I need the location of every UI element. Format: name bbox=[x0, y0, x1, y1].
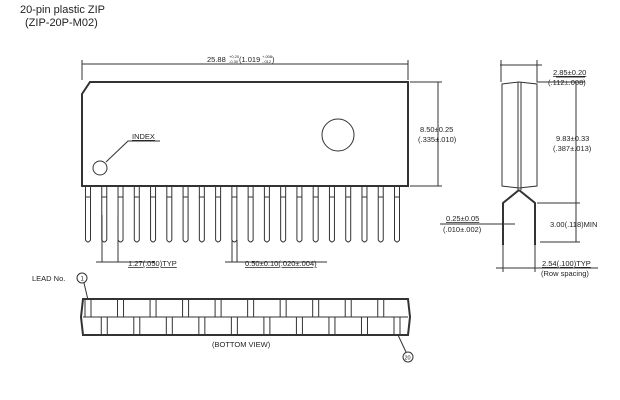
lead bbox=[85, 186, 91, 243]
lead-width-value: 0.50±0.10(.020±.004) bbox=[245, 259, 317, 268]
lead bbox=[328, 186, 335, 243]
lead-thickness-value: 0.25±0.05 bbox=[446, 214, 479, 223]
bottom-pin bbox=[279, 298, 287, 318]
lead-length-value: 3.00(.118)MIN bbox=[550, 220, 597, 229]
bottom-pin bbox=[100, 316, 108, 336]
lead-1-callout bbox=[76, 272, 88, 284]
lead-no-label: LEAD No. bbox=[32, 274, 65, 283]
lead bbox=[117, 186, 124, 243]
length-tol-plus: +0.20 bbox=[229, 54, 240, 59]
index-label: INDEX bbox=[132, 132, 155, 141]
bottom-pin bbox=[165, 316, 173, 336]
bottom-pin bbox=[133, 316, 141, 336]
total-height-inch: (.387±.013) bbox=[553, 144, 592, 153]
leads bbox=[85, 186, 400, 243]
length-tol-minus: -0.30 bbox=[229, 59, 239, 64]
lead bbox=[361, 186, 368, 243]
lead-20-callout bbox=[402, 351, 414, 363]
drawing-title: 20-pin plastic ZIP bbox=[20, 4, 105, 16]
lead bbox=[345, 186, 352, 243]
lead bbox=[231, 186, 238, 243]
bottom-pin bbox=[198, 316, 206, 336]
thickness-inch: (.112±.008) bbox=[548, 78, 586, 87]
lead bbox=[150, 186, 157, 243]
bottom-pin bbox=[328, 316, 336, 336]
bottom-pin bbox=[377, 298, 385, 318]
row-spacing-value: 2.54(.100)TYP bbox=[542, 259, 591, 268]
lead bbox=[166, 186, 173, 243]
front-view: INDEX 25.88 +0.20 -0.30 (1.019 +.008 -.0… bbox=[81, 54, 457, 268]
total-height-value: 9.83±0.33 bbox=[556, 134, 589, 143]
lead bbox=[133, 186, 140, 243]
height-inch: (.335±.010) bbox=[418, 135, 457, 144]
drawing-subtitle: (ZIP-20P-M02) bbox=[25, 17, 98, 29]
package-body bbox=[81, 81, 409, 187]
bottom-pin bbox=[344, 298, 352, 318]
height-dimension bbox=[410, 81, 442, 187]
pitch-value: 1.27(.050)TYP bbox=[128, 259, 177, 268]
lead bbox=[280, 186, 287, 243]
index-leader bbox=[105, 140, 160, 163]
length-inch-close: ) bbox=[272, 55, 275, 64]
thickness-dimension bbox=[500, 60, 585, 83]
bottom-pin bbox=[214, 298, 222, 318]
lead bbox=[263, 186, 270, 243]
side-leads bbox=[502, 189, 536, 245]
length-in-tol-plus: +.008 bbox=[262, 54, 273, 59]
bottom-pin bbox=[312, 298, 320, 318]
lead bbox=[394, 186, 400, 243]
lead bbox=[377, 186, 384, 243]
lead bbox=[247, 186, 254, 243]
lead-1-number: 1 bbox=[81, 277, 85, 283]
mold-circle bbox=[321, 118, 355, 152]
bottom-view: LEAD No. 1 (BOTTOM VIEW) 20 bbox=[32, 272, 414, 363]
length-value: 25.88 bbox=[207, 55, 226, 64]
bottom-view-label: (BOTTOM VIEW) bbox=[212, 340, 271, 349]
bottom-pin bbox=[263, 316, 271, 336]
lead bbox=[215, 186, 222, 243]
bottom-pin bbox=[295, 316, 303, 336]
lead-thickness-inch: (.010±.002) bbox=[443, 225, 482, 234]
row-spacing-note: (Row spacing) bbox=[541, 269, 589, 278]
length-inch: (1.019 bbox=[239, 55, 260, 64]
bottom-pins bbox=[84, 298, 401, 336]
lead-width-dimension bbox=[225, 240, 327, 263]
bottom-pin bbox=[393, 316, 401, 336]
index-mark bbox=[92, 160, 108, 176]
vertical-dimensions bbox=[537, 82, 580, 243]
row-spacing-dimension bbox=[496, 245, 598, 272]
thickness-value: 2.85±0.20 bbox=[553, 68, 586, 77]
side-body bbox=[501, 81, 538, 190]
lead-20-number: 20 bbox=[405, 356, 411, 362]
lead bbox=[101, 186, 108, 243]
bottom-body bbox=[79, 298, 412, 336]
bottom-pin bbox=[230, 316, 238, 336]
bottom-pin bbox=[117, 298, 125, 318]
length-dimension bbox=[81, 60, 409, 80]
side-view: 2.85±0.20 (.112±.008) 9.83±0.33 (.387±.0… bbox=[440, 60, 598, 278]
lead bbox=[312, 186, 319, 243]
height-value: 8.50±0.25 bbox=[420, 125, 453, 134]
pitch-dimension bbox=[96, 215, 155, 263]
bottom-pin bbox=[182, 298, 190, 318]
lead bbox=[296, 186, 303, 243]
bottom-pin bbox=[149, 298, 157, 318]
lead bbox=[198, 186, 205, 243]
bottom-pin bbox=[247, 298, 255, 318]
bottom-pin bbox=[84, 298, 92, 318]
bottom-pin bbox=[360, 316, 368, 336]
lead bbox=[182, 186, 189, 243]
length-in-tol-minus: -.012 bbox=[262, 59, 272, 64]
